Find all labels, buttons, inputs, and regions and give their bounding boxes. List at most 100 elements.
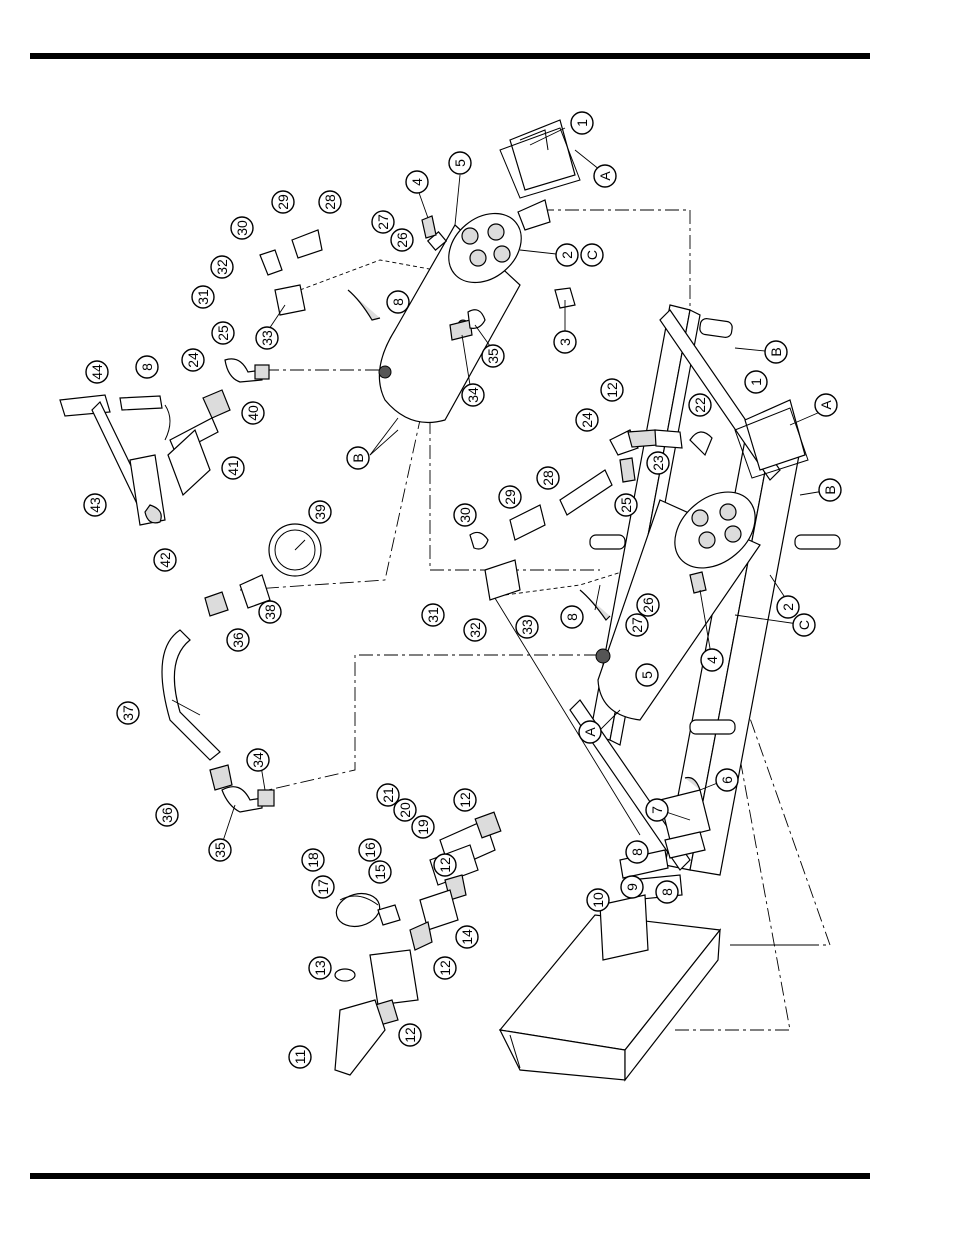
callout-29: 29: [498, 485, 522, 509]
callout-circle: [463, 618, 487, 642]
callout-label: 12: [604, 382, 620, 398]
callout-circle: [570, 111, 594, 135]
callout-circle: [600, 378, 624, 402]
callout-label: 14: [459, 929, 475, 945]
callout-label: 15: [372, 864, 388, 880]
callout-label: 4: [704, 656, 720, 664]
callout-circle: [764, 340, 788, 364]
callout-label: 16: [362, 842, 378, 858]
callout-circle: [258, 600, 282, 624]
leader-lines: [171, 127, 831, 946]
callout-34: 34: [461, 383, 485, 407]
callout-circle: [393, 798, 417, 822]
callout-label: 5: [639, 671, 655, 679]
callout-8: 8: [625, 840, 649, 864]
callout-circle: [398, 1023, 422, 1047]
callout-circle: [792, 613, 816, 637]
callout-33: 33: [515, 615, 539, 639]
callout-31: 31: [191, 285, 215, 309]
callout-12: 12: [433, 956, 457, 980]
callout-36: 36: [155, 803, 179, 827]
callout-circle: [453, 503, 477, 527]
upper-tank: [378, 212, 522, 424]
callout-16: 16: [358, 838, 382, 862]
callout-circle: [553, 330, 577, 354]
callout-label: 3: [557, 338, 573, 346]
callout-circle: [376, 783, 400, 807]
callout-label: 9: [624, 883, 640, 891]
callout-circle: [645, 798, 669, 822]
callout-circle: [155, 803, 179, 827]
callout-label: 6: [719, 776, 735, 784]
callout-35: 35: [208, 838, 232, 862]
callout-circle: [715, 768, 739, 792]
callout-2: 2: [776, 595, 800, 619]
callout-label: B: [822, 485, 838, 494]
callout-17: 17: [311, 875, 335, 899]
callout-circle: [433, 956, 457, 980]
callout-9: 9: [620, 875, 644, 899]
lower-fittings: [469, 429, 713, 621]
callout-circle: [461, 383, 485, 407]
callout-label: 37: [120, 705, 136, 721]
callout-label: 7: [649, 806, 665, 814]
callout-14: 14: [455, 925, 479, 949]
callout-label: 34: [250, 752, 266, 768]
callout-label: 13: [312, 960, 328, 976]
callout-4: 4: [700, 648, 724, 672]
callout-circle: [153, 548, 177, 572]
callout-circle: [116, 701, 140, 725]
callout-circle: [221, 456, 245, 480]
callout-label: 8: [564, 613, 580, 621]
callout-circle: [386, 290, 410, 314]
bottom-rule: [30, 1173, 870, 1179]
callout-label: 28: [322, 194, 338, 210]
callout-B: B: [346, 446, 370, 470]
callout-label: 21: [380, 787, 396, 803]
callout-circle: [646, 451, 670, 475]
callout-23: 23: [646, 451, 670, 475]
callout-label: 1: [748, 378, 764, 386]
callout-44: 44: [85, 360, 109, 384]
callout-label: 42: [157, 552, 173, 568]
callout-label: 1: [574, 119, 590, 127]
callout-circle: [308, 956, 332, 980]
callout-label: 8: [139, 363, 155, 371]
callout-circle: [181, 348, 205, 372]
callout-circle: [593, 164, 617, 188]
callout-5: 5: [635, 663, 659, 687]
callout-B: B: [764, 340, 788, 364]
callout-label: 8: [629, 848, 645, 856]
callout-circle: [83, 493, 107, 517]
callout-label: 12: [402, 1027, 418, 1043]
callout-label: 22: [692, 397, 708, 413]
callout-A: A: [814, 393, 838, 417]
callout-label: 18: [305, 852, 321, 868]
callout-label: B: [768, 347, 784, 356]
callout-circle: [575, 408, 599, 432]
callout-33: 33: [255, 326, 279, 350]
callout-8: 8: [655, 880, 679, 904]
callout-label: 5: [452, 159, 468, 167]
callout-circle: [371, 210, 395, 234]
callout-18: 18: [301, 848, 325, 872]
callout-label: 12: [457, 792, 473, 808]
nipple-3: [554, 287, 576, 309]
valve-assembly: [334, 811, 502, 1076]
callout-C: C: [792, 613, 816, 637]
callout-A: A: [578, 720, 602, 744]
callout-21: 21: [376, 783, 400, 807]
callout-label: 20: [397, 802, 413, 818]
callout-7: 7: [645, 798, 669, 822]
callout-label: 26: [394, 232, 410, 248]
callout-label: 36: [230, 632, 246, 648]
callout-circle: [555, 243, 579, 267]
callout-label: 29: [502, 489, 518, 505]
electrical-box: [498, 776, 722, 1082]
callout-29: 29: [271, 190, 295, 214]
callout-circle: [226, 628, 250, 652]
callout-label: 43: [87, 497, 103, 513]
callout-8: 8: [135, 355, 159, 379]
